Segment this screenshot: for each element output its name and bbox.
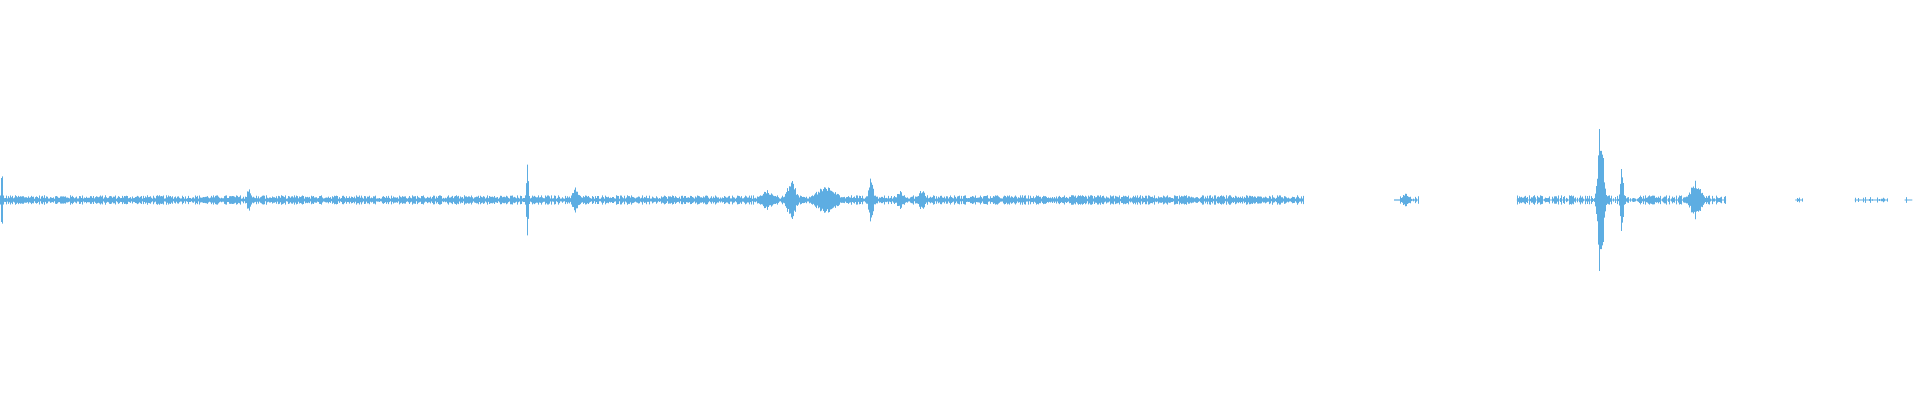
waveform-trace [0, 129, 1913, 271]
